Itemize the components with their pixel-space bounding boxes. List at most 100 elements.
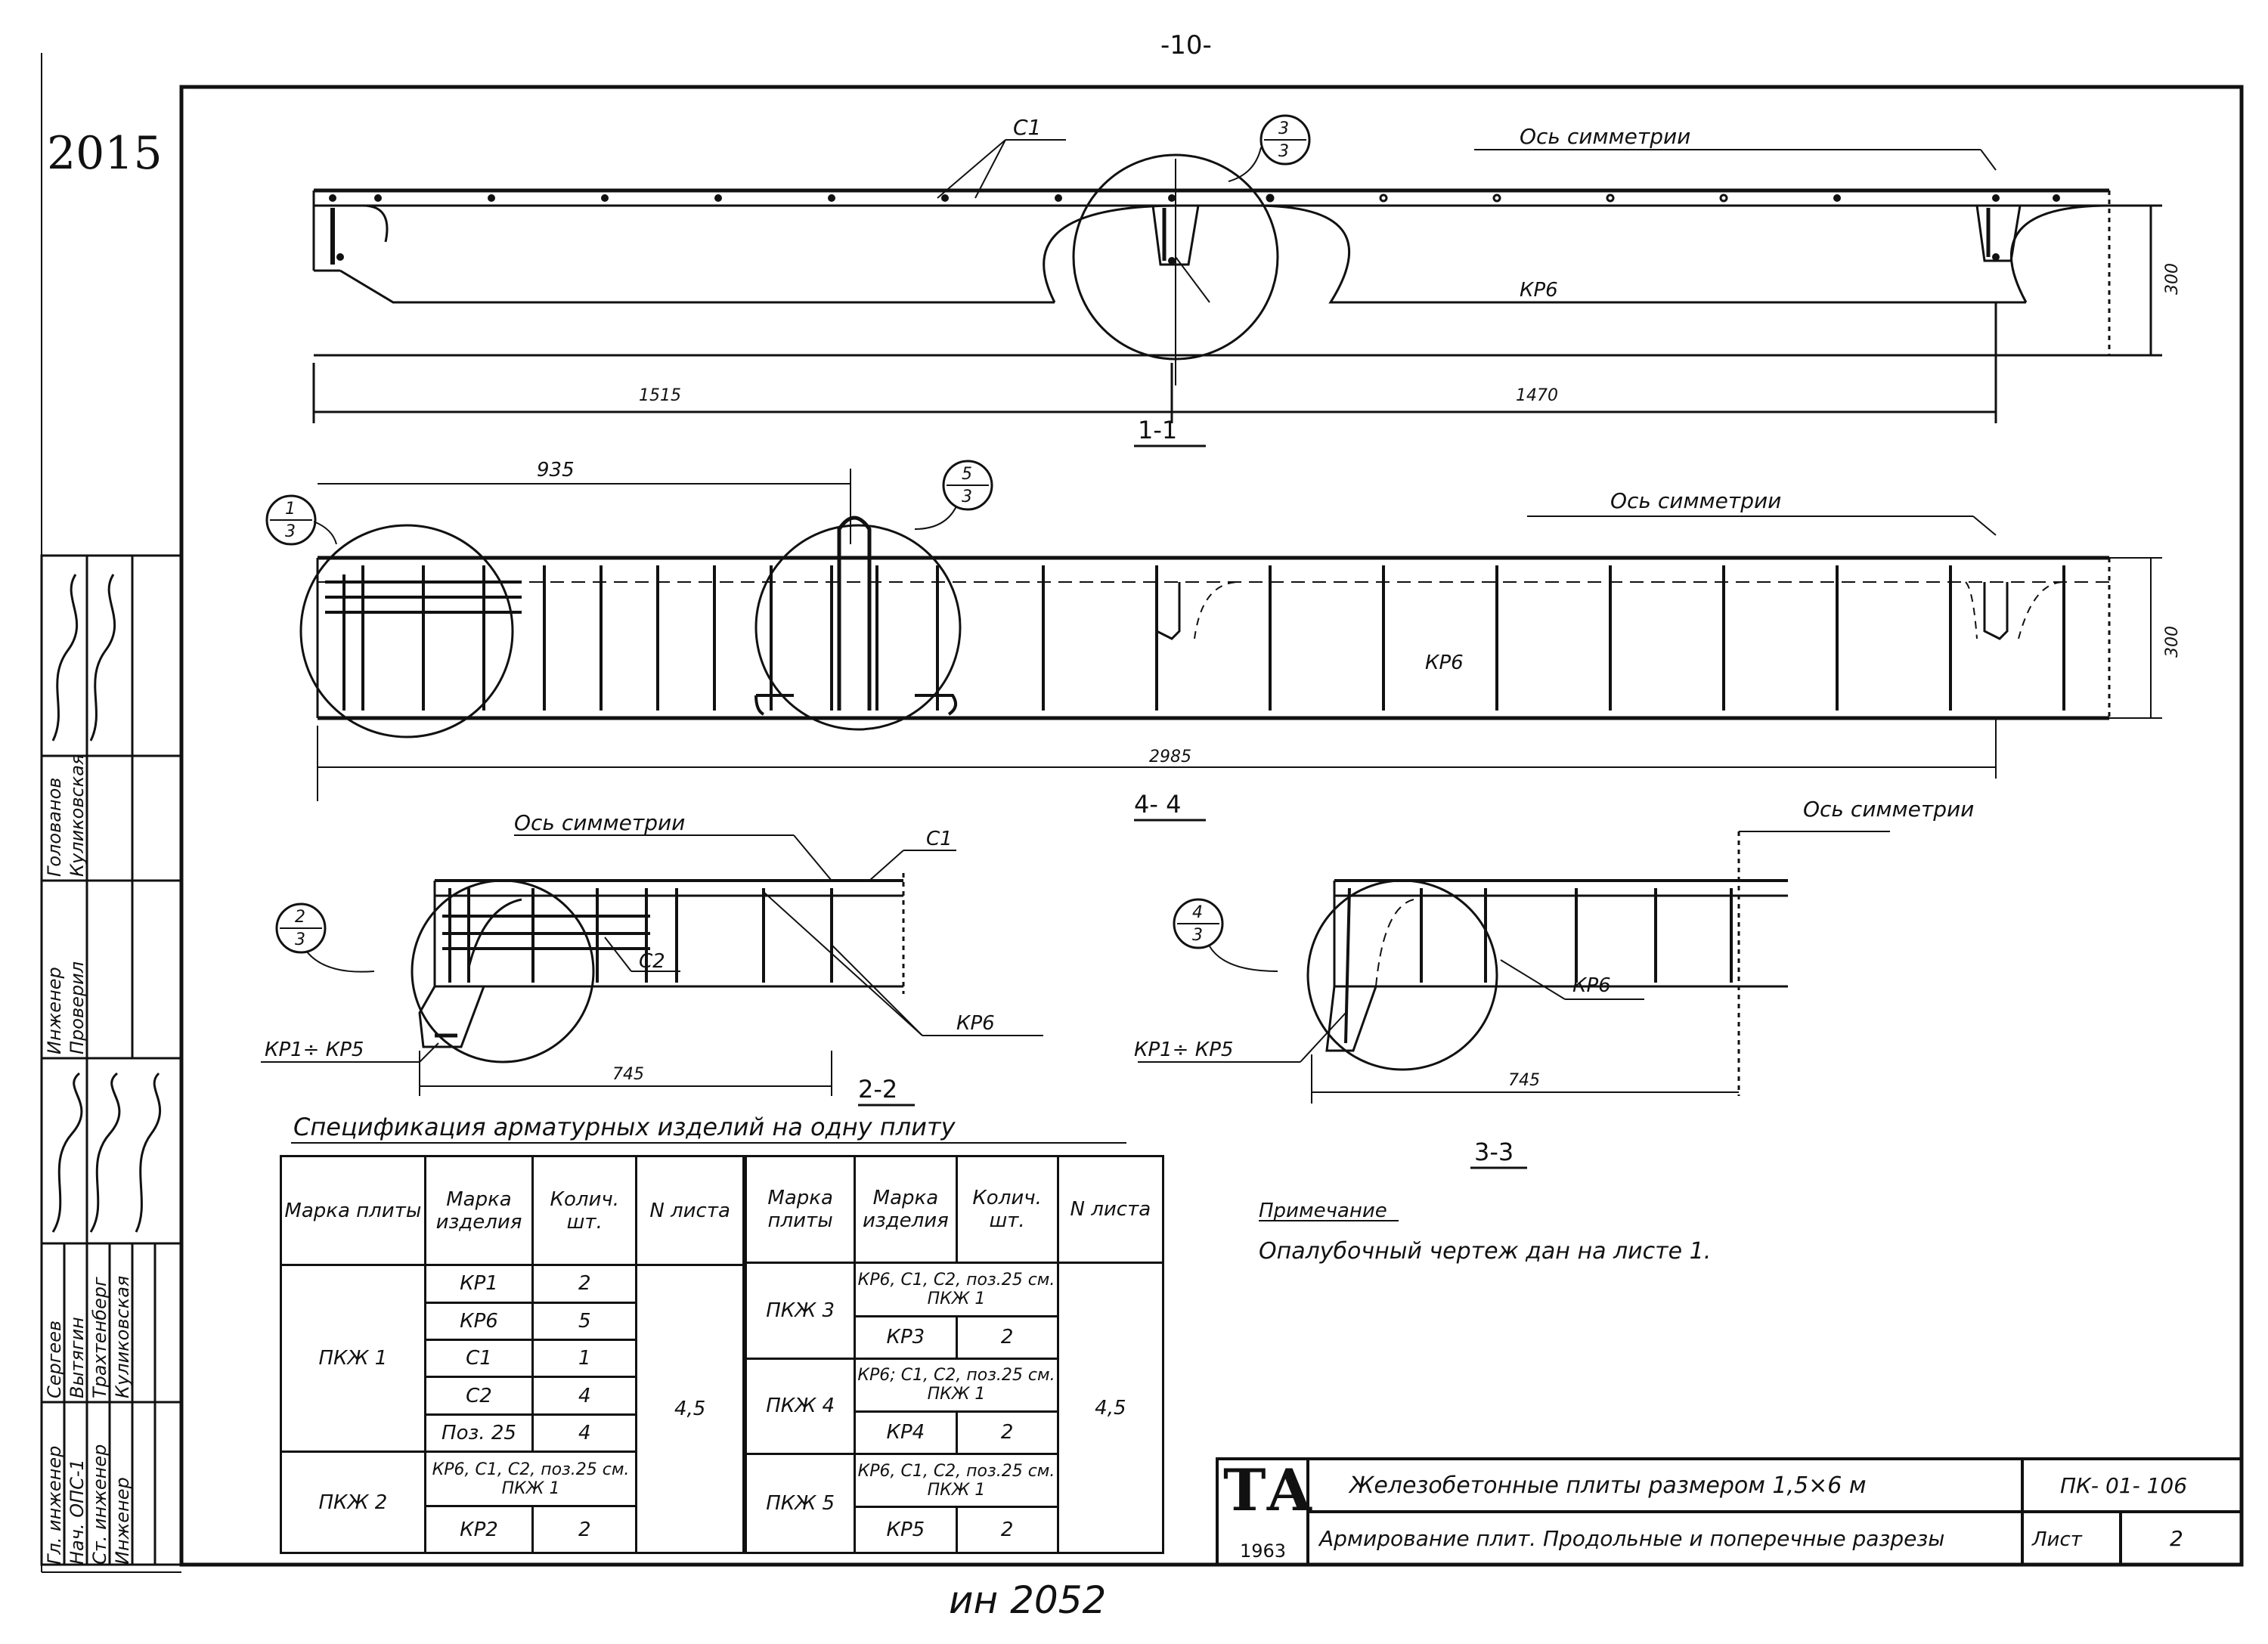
- title-block: [1216, 1457, 2243, 1566]
- callout-5-num: 5: [962, 465, 972, 484]
- signatures: [51, 574, 161, 1233]
- pkzh4-label: ПКЖ 4: [744, 1357, 857, 1455]
- axis-label-3-3: Ось симметрии: [1803, 797, 1974, 822]
- stamp-role2-0: Инженер: [44, 967, 65, 1054]
- th-sheet: N листа: [635, 1154, 745, 1267]
- pkzh1-label: ПКЖ 1: [280, 1264, 426, 1454]
- section-label-3-3: 3-3: [1474, 1138, 1514, 1166]
- pkzh5-label: ПКЖ 5: [744, 1452, 857, 1555]
- pkzh1-qty-0: 2: [531, 1264, 638, 1304]
- label-kr6-3-3: КР6: [1572, 974, 1611, 997]
- archive-number: 2015: [47, 127, 163, 180]
- callout-4-num: 4: [1192, 903, 1203, 922]
- section-3-3: [1138, 831, 1890, 1169]
- stamp-role-1: Нач. ОПС-1: [67, 1459, 88, 1565]
- axis-label-1-1: Ось симметрии: [1520, 124, 1690, 149]
- th-item: Марка изделия: [423, 1154, 534, 1267]
- stamp-role-2: Ст. инженер: [89, 1444, 110, 1565]
- pkzh1-item-0: КР1: [423, 1264, 534, 1304]
- stamp-name-3: Куликовская: [112, 1276, 133, 1398]
- th-plate: Марка плиты: [280, 1154, 426, 1267]
- label-kr6-1-1: КР6: [1520, 279, 1558, 302]
- pkzh5-item-0: КР6, С1, С2, поз.25 см. ПКЖ 1: [854, 1452, 1059, 1509]
- th2-item: Марка изделия: [854, 1154, 958, 1265]
- pkzh1-qty-3: 4: [531, 1376, 638, 1416]
- stamp-role2-1: Проверил: [67, 961, 88, 1054]
- pkzh2-item-0: КР6, С1, С2, поз.25 см. ПКЖ 1: [423, 1450, 638, 1508]
- spec-title: Спецификация арматурных изделий на одну …: [293, 1113, 956, 1141]
- pkzh1-qty-2: 1: [531, 1338, 638, 1379]
- pkzh1-qty-4: 4: [531, 1413, 638, 1454]
- dim-745-2-2: 745: [612, 1065, 644, 1084]
- pkzh4-item-1: КР4: [854, 1410, 958, 1455]
- label-kr6-4-4: КР6: [1425, 652, 1464, 674]
- th2-sheet: N листа: [1056, 1154, 1165, 1265]
- tb-year: 1963: [1240, 1540, 1286, 1562]
- dim-935: 935: [537, 459, 575, 481]
- spec-table-right: Марка плиты Марка изделия Колич. шт. N л…: [744, 1154, 1165, 1555]
- stamp-texts: Гл. инженер Нач. ОПС-1 Ст. инженер Инжен…: [44, 754, 133, 1565]
- pkzh5-item-1: КР5: [854, 1506, 958, 1554]
- pkzh2-label: ПКЖ 2: [280, 1450, 426, 1554]
- pkzh4-qty-1: 2: [955, 1410, 1059, 1455]
- section-2-2: [261, 834, 1043, 1107]
- pkzh2-qty-1: 2: [531, 1505, 638, 1554]
- axis-label-4-4: Ось симметрии: [1610, 488, 1781, 513]
- pkzh3-label: ПКЖ 3: [744, 1262, 857, 1360]
- axis-label-2-2: Ось симметрии: [514, 810, 685, 835]
- tb-line2: Армирование плит. Продольные и поперечны…: [1318, 1526, 1944, 1551]
- section-4-4: [265, 460, 2162, 822]
- callout-1-den: 3: [285, 522, 296, 541]
- tb-sheet-no: 2: [2170, 1526, 2183, 1551]
- label-c1-2: С1: [926, 828, 953, 850]
- note-title: Примечание: [1259, 1200, 1387, 1222]
- pkzh3-qty-1: 2: [955, 1315, 1059, 1360]
- section-1-1: [312, 114, 2162, 447]
- tb-logo: ТА: [1223, 1457, 1313, 1524]
- callout-4-den: 3: [1192, 926, 1203, 945]
- stamp-role-0: Гл. инженер: [44, 1446, 65, 1565]
- dim-300-4-4: 300: [2163, 626, 2182, 658]
- pkzh3-item-1: КР3: [854, 1315, 958, 1360]
- label-c1-1: С1: [1013, 115, 1041, 140]
- callout-2-num: 2: [295, 908, 305, 927]
- dim-745-3-3: 745: [1508, 1071, 1540, 1090]
- label-kr1-5-3-3: КР1÷ КР5: [1134, 1039, 1233, 1061]
- stamp-name-b-0: Голованов: [44, 778, 65, 877]
- th-qty: Колич. шт.: [531, 1154, 638, 1267]
- left-sheet: 4,5: [635, 1264, 745, 1554]
- callout-1-num: 1: [285, 500, 296, 519]
- tb-code: ПК- 01- 106: [2060, 1473, 2187, 1498]
- section-label-1-1: 1-1: [1138, 416, 1177, 444]
- pkzh1-item-2: С1: [423, 1338, 534, 1379]
- section-label-2-2: 2-2: [858, 1075, 897, 1104]
- callout-3-den: 3: [1278, 142, 1289, 161]
- dim-1470: 1470: [1516, 386, 1558, 405]
- dim-1515: 1515: [639, 386, 681, 405]
- stamp-role-3: Инженер: [112, 1477, 133, 1565]
- tb-line1: Железобетонные плиты размером 1,5×6 м: [1348, 1472, 1867, 1499]
- page-number: -10-: [1160, 30, 1212, 60]
- stamp-name-2: Трахтенберг: [89, 1277, 110, 1398]
- dim-300-1-1: 300: [2163, 263, 2182, 295]
- stamp-name-1: Вытягин: [67, 1317, 88, 1398]
- pkzh3-item-0: КР6, С1, С2, поз.25 см. ПКЖ 1: [854, 1262, 1059, 1318]
- section-label-4-4: 4- 4: [1134, 790, 1181, 819]
- pkzh1-item-4: Поз. 25: [423, 1413, 534, 1454]
- callout-2-den: 3: [295, 930, 305, 949]
- right-sheet: 4,5: [1056, 1262, 1165, 1554]
- pkzh5-qty-1: 2: [955, 1506, 1059, 1554]
- pkzh1-qty-1: 5: [531, 1301, 638, 1341]
- note-text: Опалубочный чертеж дан на листе 1.: [1259, 1238, 1711, 1265]
- callout-3-num: 3: [1278, 119, 1289, 138]
- stamp-name-0: Сергеев: [44, 1320, 65, 1398]
- pkzh4-item-0: КР6; С1, С2, поз.25 см. ПКЖ 1: [854, 1357, 1059, 1413]
- dim-2985: 2985: [1149, 748, 1191, 766]
- tb-sheet-label: Лист: [2031, 1528, 2083, 1551]
- stamp-name-b-1: Куликовская: [67, 754, 88, 877]
- label-c2: С2: [639, 950, 665, 973]
- th2-plate: Марка плиты: [744, 1154, 857, 1265]
- spec-table-left: Марка плиты Марка изделия Колич. шт. N л…: [280, 1154, 745, 1554]
- side-stamp: [40, 554, 183, 1566]
